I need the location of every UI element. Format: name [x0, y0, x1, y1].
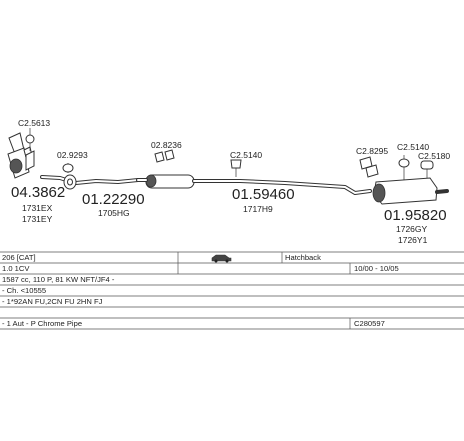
rear-silencer: [372, 177, 449, 205]
model-cell: 206 [CAT]: [2, 253, 36, 262]
vehicle-info-table: 206 [CAT] Hatchback 1.0 1CV 10/00 - 10/0…: [0, 251, 464, 330]
cat-clamp-fitting: [25, 128, 35, 171]
center-pipe-hanger: [230, 159, 242, 177]
middle-fitting-number: 02.8236: [151, 140, 182, 150]
engine-codes-cell: - 1*92AN FU,2CN FU 2HN FJ: [2, 297, 103, 306]
rear-clamp-fitting: [359, 156, 379, 178]
cat-fitting-number: C2.5613: [18, 118, 50, 128]
body-type-cell: Hatchback: [285, 253, 321, 262]
center-pipe-ref: 1717H9: [243, 204, 273, 214]
car-icon: [211, 254, 232, 263]
rear-ref-1: 1726GY: [396, 224, 428, 234]
center-pipe: [192, 179, 372, 195]
cat-part-number: 04.3862: [11, 184, 65, 201]
engine-cell: 1.0 1CV: [2, 264, 30, 273]
note-cell: - 1 Aut - P Chrome Pipe: [2, 319, 82, 328]
front-pipe-part-number: 01.22290: [82, 191, 145, 208]
rear-fitting-3: C2.5180: [418, 151, 450, 161]
front-pipe-fitting-number: 02.9293: [57, 150, 88, 160]
middle-fitting: [154, 149, 175, 163]
date-range-cell: 10/00 - 10/05: [354, 264, 399, 273]
front-pipe-clamp-fitting: [62, 163, 74, 173]
cat-ref-2: 1731EY: [22, 214, 53, 224]
rear-ref-2: 1726Y1: [398, 235, 428, 245]
rear-hanger-fitting: [398, 155, 410, 180]
front-pipe: [40, 174, 140, 190]
rear-part-number: 01.95820: [384, 207, 447, 224]
specs-cell: 1587 cc, 110 P, 81 KW NFT/JF4 -: [2, 275, 115, 284]
chassis-cell: - Ch. <10555: [2, 286, 46, 295]
cat-ref-1: 1731EX: [22, 203, 53, 213]
middle-silencer: [136, 174, 195, 189]
rear-fitting-2: C2.5140: [397, 142, 429, 152]
center-pipe-part-number: 01.59460: [232, 186, 295, 203]
rear-fitting-1: C2.8295: [356, 146, 388, 156]
front-pipe-ref: 1705HG: [98, 208, 130, 218]
rear-rubber-fitting: [420, 160, 434, 178]
center-pipe-fitting-number: C2.5140: [230, 150, 262, 160]
catalog-code-cell: C280597: [354, 319, 385, 328]
